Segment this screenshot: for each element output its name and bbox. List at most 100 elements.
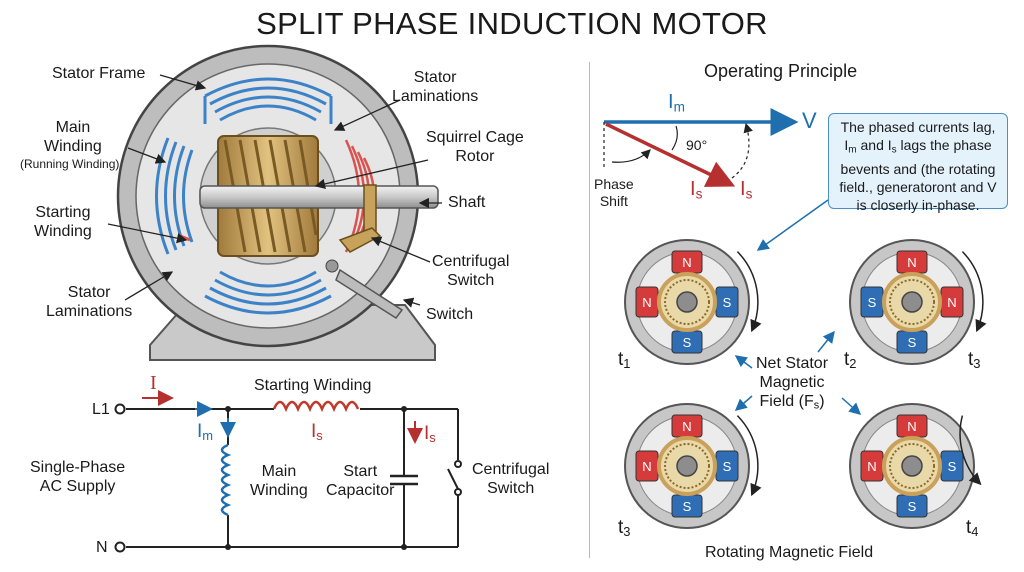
angle-label: 90° <box>686 137 708 153</box>
time-t3-left: t3 <box>618 518 630 541</box>
current-is-branch-sub: s <box>429 430 436 446</box>
circuit-title: Starting Winding <box>254 377 372 394</box>
time-t4-text: t <box>966 517 972 538</box>
start-capacitor-symbol <box>390 474 418 486</box>
angle-arc <box>671 125 678 151</box>
centrifugal-switch-label: Centrifugal Switch <box>472 461 550 497</box>
disc-rotor-bars <box>889 443 935 489</box>
pole-label: N <box>642 459 651 474</box>
disc-shaft <box>676 455 698 477</box>
label-squirrel-cage-rotor: Squirrel Cage Rotor <box>426 129 524 165</box>
time-t4: t4 <box>966 518 978 541</box>
pole-label: S <box>683 335 692 350</box>
footer-label: Rotating Magnetic Field <box>705 544 874 561</box>
main-winding-coil <box>220 443 232 517</box>
label-starting-winding: Starting Winding <box>34 204 92 240</box>
time-t3-right-sub: 3 <box>973 356 981 372</box>
line-n-label: N <box>96 539 108 556</box>
net-stator-sub: s <box>813 399 820 412</box>
start-capacitor-label: Start Capacitor <box>326 463 395 499</box>
time-t4-sub: 4 <box>971 524 979 540</box>
phasor-is-text: I <box>690 178 696 200</box>
label-switch: Switch <box>426 306 474 323</box>
callout-and: and <box>856 137 888 153</box>
supply-label: Single-Phase AC Supply <box>30 459 126 495</box>
main-winding-bottom <box>204 270 332 315</box>
callout-is: I <box>887 137 892 153</box>
pole-label: S <box>908 499 917 514</box>
time-t2: t2 <box>844 350 856 373</box>
disc-shaft <box>901 291 923 313</box>
net-stator-end: ) <box>819 393 825 410</box>
current-im-sub: m <box>202 428 214 444</box>
pole-label: S <box>948 459 957 474</box>
principle-title: Operating Principle <box>704 61 858 81</box>
phasor-is-sub: s <box>695 186 703 202</box>
phasor-is <box>605 122 736 187</box>
starting-winding-coil <box>272 400 360 413</box>
circuit-nodes <box>114 403 407 553</box>
shaft <box>199 185 439 209</box>
time-t2-sub: 2 <box>849 356 857 372</box>
pole-label: N <box>907 419 916 434</box>
time-t3-left-sub: 3 <box>623 524 631 540</box>
callout-line-3: bevents and (the rotating <box>840 160 996 177</box>
page-title: SPLIT PHASE INDUCTION MOTOR <box>256 6 768 41</box>
label-running-winding: (Running Winding) <box>20 157 120 171</box>
time-t3-right-text: t <box>968 349 974 370</box>
label-stator-frame: Stator Frame <box>52 65 146 82</box>
centrifugal-switch-mechanism <box>325 184 404 320</box>
label-stator-laminations-bottom: Stator Laminations <box>46 284 133 320</box>
time-t1-sub: 1 <box>623 356 631 372</box>
pole-label: S <box>868 295 877 310</box>
pole-label: N <box>682 419 691 434</box>
callout-im-sub: m <box>848 144 857 156</box>
rotation-arrow <box>961 251 987 333</box>
pole-label: S <box>683 499 692 514</box>
pole-label: N <box>907 255 916 270</box>
current-is-branch-text: I <box>424 423 430 444</box>
pole-label: N <box>947 295 956 310</box>
callout-im: I <box>844 137 849 153</box>
rotation-arrow <box>736 251 762 333</box>
pole-label: S <box>723 295 732 310</box>
phasor-im-sub: m <box>673 99 685 115</box>
principle-callout: The phased currents lag, Im and Is lags … <box>828 113 1008 213</box>
panel-divider <box>589 62 590 558</box>
phasor-im-label: Im <box>668 91 685 116</box>
time-t1-text: t <box>618 349 624 370</box>
disc-rotor-bars <box>664 279 710 325</box>
phasor-im-text: I <box>668 91 674 113</box>
main-winding-top <box>203 77 333 124</box>
motor-leaders <box>107 74 442 308</box>
pole-label: N <box>682 255 691 270</box>
label-main-winding: Main Winding <box>44 119 102 155</box>
phasor-is-sub-2: s <box>745 186 753 202</box>
field-disc-t3-left: N S S N <box>624 403 762 529</box>
centrifugal-switch-symbol <box>447 460 462 496</box>
time-t3-left-text: t <box>618 517 624 538</box>
current-i-label: I <box>150 372 157 394</box>
net-field-pointers <box>734 330 862 415</box>
time-t2-text: t <box>844 349 850 370</box>
disc-rotor-bars <box>889 279 935 325</box>
callout-line-2-rest: lags the phase <box>896 137 992 153</box>
phase-shift-label: Phase Shift <box>594 176 634 209</box>
callout-line-5: is closerly in-phase. <box>856 196 980 213</box>
pole-label: S <box>908 335 917 350</box>
phasor-is-label-2: Is <box>740 179 753 203</box>
current-im-text: I <box>197 421 203 442</box>
field-disc-t2: N N S S <box>849 239 987 365</box>
line-l1-label: L1 <box>92 401 110 418</box>
current-im-label: Im <box>197 422 213 445</box>
current-is-branch-label: Is <box>424 424 436 447</box>
time-t3-right: t3 <box>968 350 980 373</box>
field-disc-t1: N S S N <box>624 239 762 365</box>
lag-arc <box>731 122 753 179</box>
pole-label: S <box>723 459 732 474</box>
callout-line-2: Im and Is lags the phase <box>835 136 1001 160</box>
pole-label: N <box>642 295 651 310</box>
rotation-arrow <box>959 415 982 486</box>
